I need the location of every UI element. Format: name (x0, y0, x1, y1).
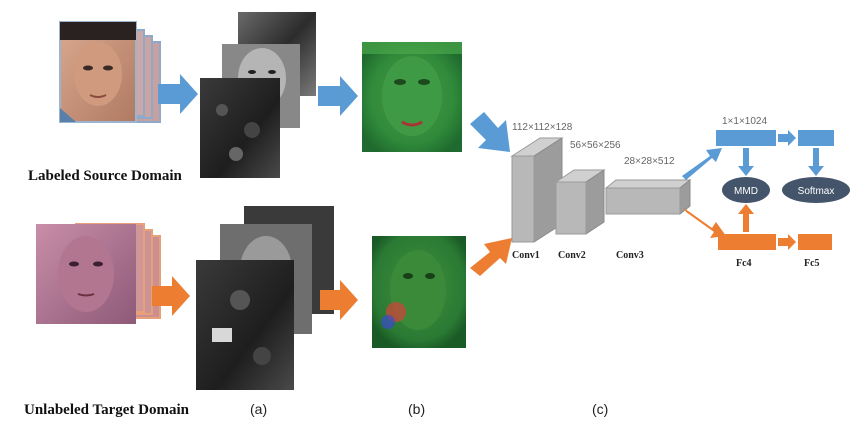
conv1-block (510, 137, 564, 243)
target-arrow-2 (320, 280, 358, 320)
fc5-source-box (798, 130, 834, 146)
panel-label-a: (a) (250, 401, 267, 417)
panel-label-c: (c) (592, 401, 608, 417)
source-green-feature (362, 42, 462, 152)
softmax-node (782, 177, 850, 203)
conv1-dim: 112×112×128 (512, 122, 573, 133)
mmd-in-arrow-target (738, 204, 754, 232)
mmd-node (722, 177, 770, 203)
fc4-target-box (718, 234, 776, 250)
source-face-stack (59, 21, 161, 123)
source-arrow-3 (470, 112, 510, 152)
source-feature-maps (200, 12, 316, 178)
softmax-label: Softmax (798, 186, 835, 197)
mmd-in-arrow-source (738, 148, 754, 176)
conv2-block (554, 169, 606, 235)
source-arrow-2 (318, 76, 358, 116)
softmax-in-arrow (808, 148, 824, 176)
target-domain-label: Unlabeled Target Domain (24, 402, 190, 418)
conv3-name: Conv3 (616, 250, 644, 261)
target-face-stack (36, 223, 161, 324)
fc5-name: Fc5 (804, 258, 820, 269)
source-arrow-1 (158, 74, 198, 114)
fc-dim: 1×1×1024 (722, 116, 767, 127)
fc-source-arrow (682, 148, 722, 180)
conv1-name: Conv1 (512, 250, 540, 261)
panel-label-b: (b) (408, 401, 425, 417)
target-feature-maps (196, 206, 334, 390)
conv2-name: Conv2 (558, 250, 586, 261)
source-domain-label: Labeled Source Domain (28, 168, 183, 184)
target-arrow-3 (470, 238, 512, 276)
fc-target-arrow (684, 208, 726, 238)
fc-target-link-arrow (778, 234, 796, 250)
target-arrow-1 (152, 276, 190, 316)
conv3-block (604, 178, 692, 216)
fc5-target-box (798, 234, 832, 250)
target-green-feature (372, 236, 466, 348)
conv2-dim: 56×56×256 (570, 140, 621, 151)
fc4-name: Fc4 (736, 258, 752, 269)
conv3-dim: 28×28×512 (624, 156, 675, 167)
fc4-source-box (716, 130, 776, 146)
mmd-label: MMD (734, 186, 758, 197)
fc-source-link-arrow (778, 130, 796, 146)
